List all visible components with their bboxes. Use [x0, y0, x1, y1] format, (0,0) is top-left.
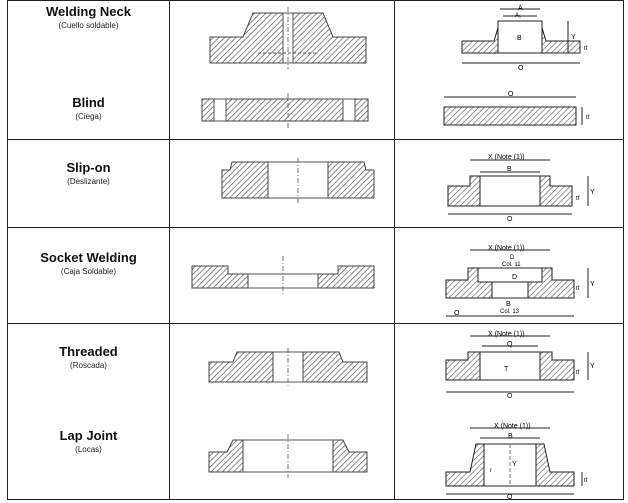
- dimension-label: D: [510, 255, 515, 261]
- dimension-label: Col. 13: [500, 309, 520, 315]
- flange-subtitle: (Cuello soldable): [58, 21, 119, 30]
- dimension-label: Y: [590, 281, 595, 288]
- threaded-section-drawing: [208, 348, 368, 388]
- dimension-label: A₁: [515, 13, 521, 19]
- dimension-label: O: [518, 65, 524, 71]
- dimension-label: Q: [507, 341, 513, 348]
- dimension-label: B: [508, 433, 513, 440]
- dimension-label: tf: [576, 370, 580, 376]
- dimension-label: X (Note (1)): [488, 154, 525, 161]
- flange-subtitle: (Ciega): [75, 112, 102, 121]
- lap-joint-section-drawing: [208, 434, 368, 478]
- flange-subtitle: (Deslizante): [67, 177, 110, 186]
- flange-label: Socket Welding (Caja Soldable): [8, 250, 169, 277]
- flange-types-table: Welding Neck (Cuello soldable) Blind (Ci…: [7, 0, 624, 500]
- column-divider: [394, 1, 395, 499]
- threaded-dimension-drawing: X (Note (1)) Q T Y tf O: [445, 331, 595, 400]
- dimension-label: D: [512, 274, 517, 281]
- dimension-label: O: [454, 310, 460, 317]
- blind-dimension-drawing: O tf: [443, 91, 590, 126]
- flange-label: Welding Neck (Cuello soldable): [8, 4, 169, 31]
- table-row: Slip-on (Deslizante) X (Note (1)) B Y tf…: [8, 140, 623, 228]
- dimension-label: r: [490, 468, 492, 474]
- dimension-label: O: [507, 494, 513, 500]
- dimension-label: Col. 11: [502, 262, 521, 268]
- dimension-label: X (Note (1)): [488, 245, 525, 252]
- dimension-label: tf: [584, 46, 588, 52]
- dimension-label: X (Note (1)): [488, 331, 525, 338]
- dimension-label: B: [517, 35, 522, 42]
- flange-name: Threaded: [59, 344, 118, 359]
- dimension-label: O: [508, 91, 514, 98]
- flange-name: Lap Joint: [59, 428, 118, 443]
- dimension-label: O: [507, 216, 513, 223]
- dimension-label: Y: [590, 363, 595, 370]
- flange-label: Blind (Ciega): [8, 95, 169, 122]
- table-row: Socket Welding (Caja Soldable) X (Note (…: [8, 228, 623, 324]
- flange-label: Threaded (Roscada): [8, 344, 169, 371]
- dimension-label: tf: [584, 478, 588, 484]
- blind-section-drawing: [201, 93, 369, 129]
- dimension-label: B: [507, 166, 512, 173]
- flange-name: Slip-on: [66, 160, 111, 175]
- socket-welding-section-drawing: [191, 256, 375, 296]
- dimension-label: Y: [571, 34, 576, 41]
- dimension-label: O: [507, 393, 513, 400]
- dimension-label: Y: [590, 189, 595, 196]
- dimension-label: X (Note (1)): [494, 423, 531, 430]
- flange-name: Socket Welding: [40, 250, 137, 265]
- dimension-label: tf: [576, 196, 580, 202]
- welding-neck-dimension-drawing: A A₁ B Y tf O: [461, 5, 588, 71]
- table-row: Welding Neck (Cuello soldable) Blind (Ci…: [8, 1, 623, 140]
- dimension-label: A: [518, 5, 523, 12]
- welding-neck-section-drawing: [209, 7, 367, 69]
- flange-label: Lap Joint (Locas): [8, 428, 169, 455]
- dimension-label: tf: [576, 286, 580, 292]
- table-row: Threaded (Roscada) Lap Joint (Locas): [8, 324, 623, 501]
- dimension-label: B: [506, 301, 511, 308]
- slip-on-section-drawing: [221, 158, 375, 204]
- flange-subtitle: (Locas): [75, 445, 102, 454]
- slip-on-dimension-drawing: X (Note (1)) B Y tf O: [447, 154, 595, 223]
- flange-name: Welding Neck: [45, 4, 131, 19]
- flange-subtitle: (Roscada): [70, 361, 107, 370]
- flange-subtitle: (Caja Soldable): [60, 267, 117, 276]
- socket-welding-dimension-drawing: X (Note (1)) D Col. 11 D Y tf B Col. 13 …: [445, 245, 595, 317]
- column-divider: [169, 1, 170, 499]
- lap-joint-dimension-drawing: X (Note (1)) B r Y tf O: [445, 423, 588, 500]
- dimension-label: tf: [586, 115, 590, 121]
- dimension-label: Y: [512, 461, 517, 468]
- dimension-label: T: [504, 366, 509, 373]
- flange-name: Blind: [72, 95, 105, 110]
- flange-label: Slip-on (Deslizante): [8, 160, 169, 187]
